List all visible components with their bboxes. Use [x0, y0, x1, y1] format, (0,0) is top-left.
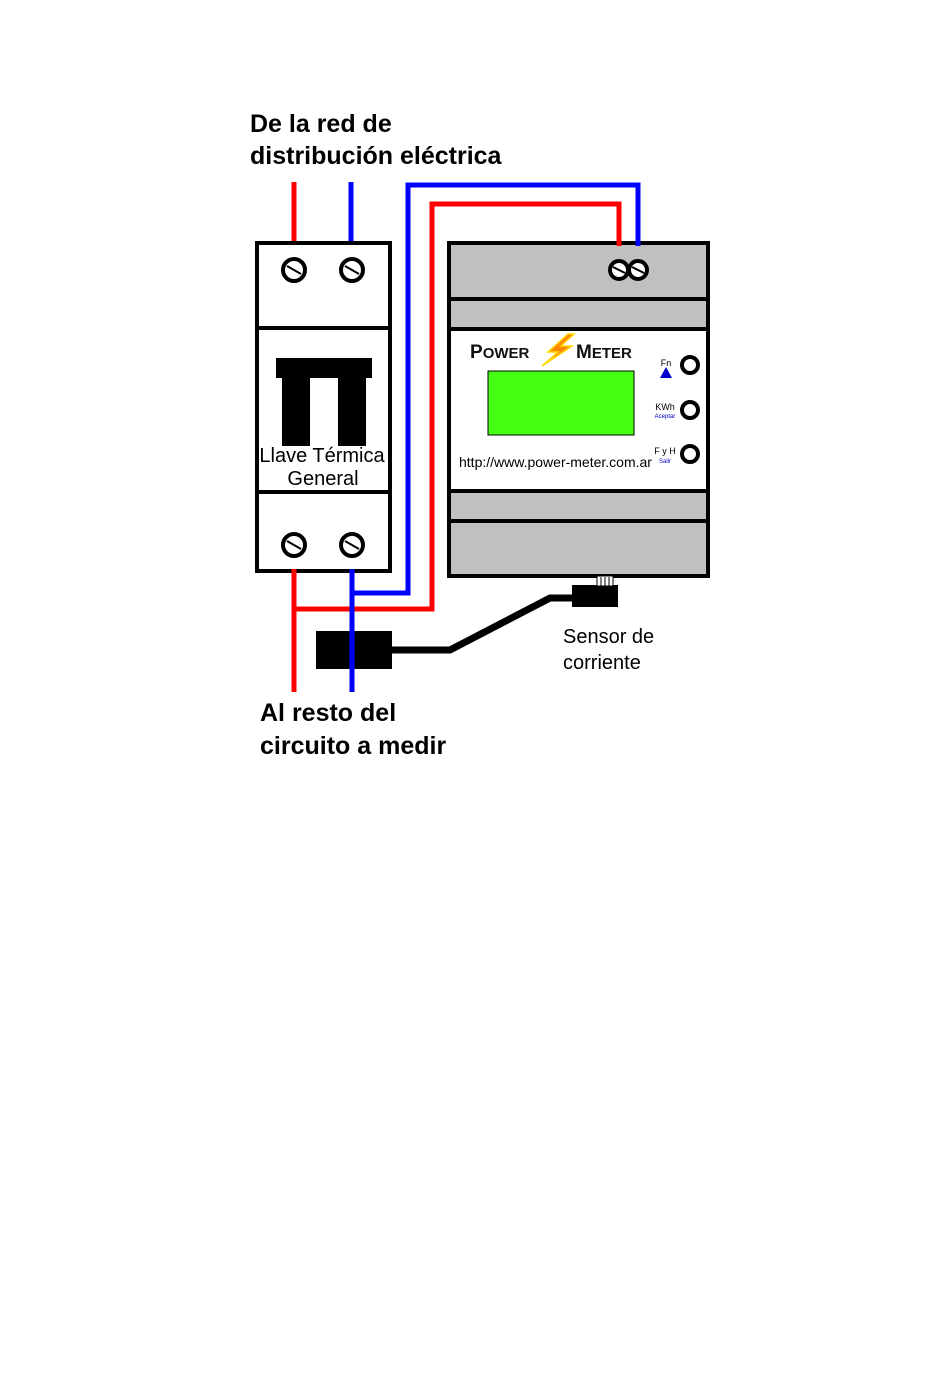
meter-bottom-band: [449, 521, 708, 576]
breaker-label-line1: Llave Térmica: [259, 445, 385, 467]
fyh-button[interactable]: [682, 446, 698, 462]
load-label-line2: circuito a medir: [260, 732, 446, 760]
kwh-button-label: KWh: [655, 402, 675, 412]
screw-terminal-icon: [283, 534, 305, 556]
source-label-line1: De la red de: [250, 110, 392, 138]
breaker: Llave Térmica General: [257, 243, 390, 571]
fyh-button-sublabel: Salir: [659, 459, 671, 465]
meter-brand-meter: METER: [576, 342, 632, 363]
meter-top-strip: [449, 299, 708, 329]
fn-button[interactable]: [682, 357, 698, 373]
meter-top-band: [449, 243, 708, 299]
meter-terminal-icon: [610, 261, 628, 279]
screw-terminal-icon: [341, 534, 363, 556]
fn-button-label: Fn: [661, 358, 672, 368]
meter-brand: POWER: [470, 342, 530, 363]
power-meter: POWER METER http://www.power-meter.com.a…: [449, 243, 708, 576]
meter-terminal-icon: [629, 261, 647, 279]
sensor-label-line1: Sensor de: [563, 626, 654, 648]
meter-display: [488, 371, 634, 435]
fyh-button-label: F y H: [654, 446, 676, 456]
kwh-button-sublabel: Aceptar: [655, 414, 676, 420]
kwh-button[interactable]: [682, 402, 698, 418]
load-label-line1: Al resto del: [260, 699, 396, 727]
sensor-connector: [572, 585, 618, 607]
meter-url: http://www.power-meter.com.ar: [459, 454, 652, 470]
sensor-label-line2: corriente: [563, 652, 641, 674]
meter-bottom-strip: [449, 491, 708, 521]
screw-terminal-icon: [341, 259, 363, 281]
screw-terminal-icon: [283, 259, 305, 281]
source-label-line2: distribución eléctrica: [250, 142, 503, 170]
breaker-housing: [257, 243, 390, 571]
breaker-label-line2: General: [287, 468, 358, 490]
